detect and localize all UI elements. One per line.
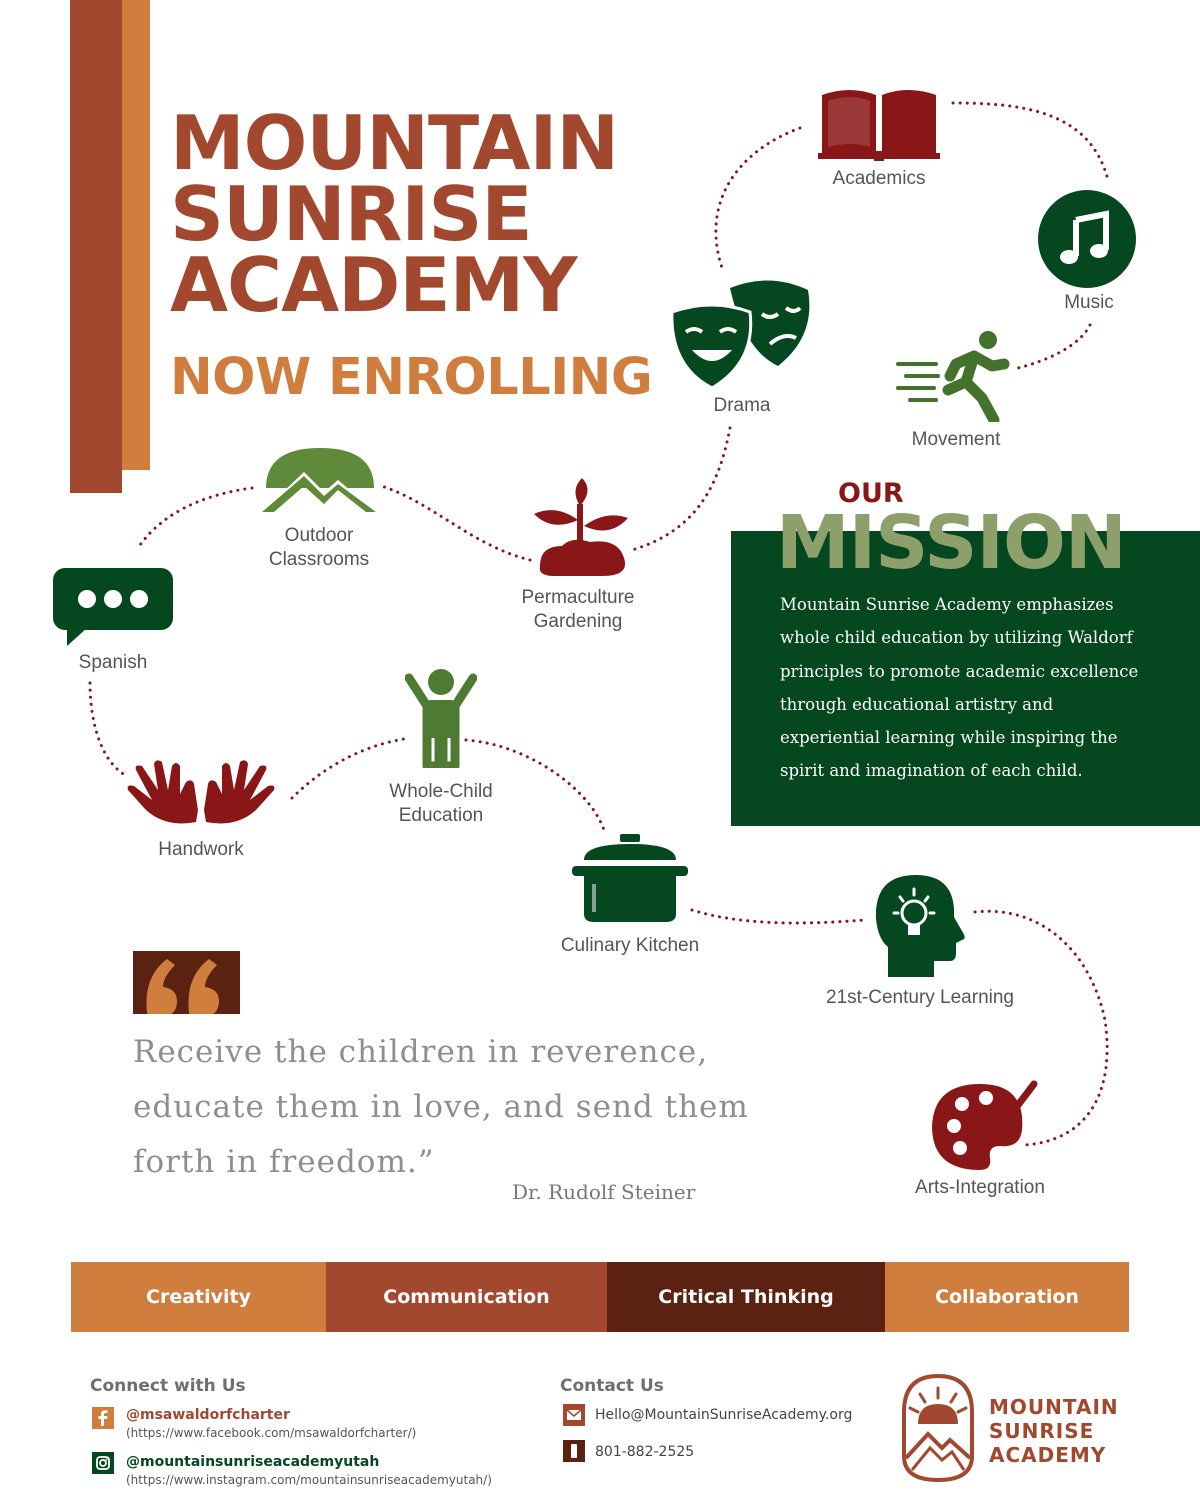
- child-icon: [405, 669, 477, 768]
- accent-bar-rust: [70, 0, 122, 493]
- accent-bar-orange: [122, 0, 150, 470]
- title-line-2: SUNRISE: [170, 170, 533, 258]
- node-label-arts: Arts-Integration: [915, 1177, 1045, 1198]
- wholechild-line-1: Whole-Child: [389, 781, 493, 802]
- speech-bubble-icon: [53, 568, 173, 646]
- mission-our-label: OUR: [838, 478, 904, 509]
- node-label-permaculture: Permaculture Gardening: [522, 586, 635, 634]
- instagram-icon[interactable]: [92, 1452, 114, 1474]
- permaculture-line-1: Permaculture: [521, 587, 635, 608]
- logo-line-3: ACADEMY: [989, 1443, 1107, 1467]
- node-label-outdoor: Outdoor Classrooms: [269, 524, 369, 572]
- facebook-icon[interactable]: [92, 1407, 114, 1429]
- connect-heading: Connect with Us: [90, 1376, 246, 1396]
- quote-mark-box: [133, 951, 240, 1017]
- instagram-handle-link[interactable]: @mountainsunriseacademyutah: [126, 1454, 380, 1470]
- head-lightbulb-icon: [875, 875, 965, 977]
- pillar-critical-thinking: Critical Thinking: [607, 1262, 885, 1332]
- theater-masks-icon: [670, 280, 810, 390]
- hands-icon: [127, 760, 275, 824]
- academy-logo-icon: [902, 1373, 974, 1483]
- node-label-movement: Movement: [911, 429, 1001, 450]
- node-label-spanish: Spanish: [78, 652, 148, 673]
- cooking-pot-icon: [572, 834, 688, 922]
- node-label-handwork: Handwork: [158, 839, 244, 860]
- permaculture-line-2: Gardening: [533, 611, 623, 632]
- wholechild-line-2: Education: [398, 805, 484, 826]
- facebook-handle-link[interactable]: @msawaldorfcharter: [126, 1407, 290, 1423]
- page-title: MOUNTAIN SUNRISE ACADEMY: [170, 99, 619, 329]
- node-label-century: 21st-Century Learning: [826, 987, 1014, 1008]
- footer-logo-text: MOUNTAIN SUNRISE ACADEMY: [989, 1395, 1119, 1467]
- logo-line-2: SUNRISE: [989, 1419, 1095, 1443]
- phone-icon: [563, 1440, 585, 1462]
- node-label-drama: Drama: [713, 395, 771, 416]
- facebook-url[interactable]: (https://www.facebook.com/msawaldorfchar…: [126, 1426, 417, 1440]
- outdoor-line-1: Outdoor: [284, 525, 354, 546]
- now-enrolling-banner: NOW ENROLLING: [170, 348, 653, 407]
- music-note-icon: [1060, 210, 1109, 264]
- phone-link[interactable]: 801-882-2525: [595, 1444, 695, 1460]
- node-label-academics: Academics: [832, 168, 926, 189]
- outdoor-line-2: Classrooms: [268, 549, 370, 570]
- mission-heading: MISSION: [776, 500, 1127, 586]
- node-label-wholechild: Whole-Child Education: [389, 780, 492, 828]
- node-label-culinary: Culinary Kitchen: [560, 935, 700, 956]
- pillar-creativity: Creativity: [71, 1262, 326, 1332]
- music-circle: [1038, 190, 1136, 288]
- title-line-3: ACADEMY: [170, 241, 578, 329]
- logo-line-1: MOUNTAIN: [989, 1395, 1119, 1419]
- pillar-communication: Communication: [326, 1262, 607, 1332]
- instagram-url[interactable]: (https://www.instagram.com/mountainsunri…: [126, 1473, 492, 1487]
- title-line-1: MOUNTAIN: [170, 99, 619, 187]
- book-icon: [818, 90, 940, 161]
- sprout-icon: [534, 478, 628, 576]
- quote-author: Dr. Rudolf Steiner: [512, 1180, 696, 1204]
- quote-text: Receive the children in reverence, educa…: [133, 1034, 749, 1180]
- contact-heading: Contact Us: [560, 1376, 664, 1396]
- running-person-icon: [896, 331, 1010, 422]
- email-icon: [563, 1404, 585, 1426]
- quotation-mark-icon: [146, 959, 219, 1017]
- mission-statement: Mountain Sunrise Academy emphasizes whol…: [780, 595, 1139, 781]
- palette-icon: [932, 1080, 1038, 1170]
- email-link[interactable]: Hello@MountainSunriseAcademy.org: [595, 1407, 853, 1423]
- mountains-icon: [262, 448, 376, 512]
- pillar-collaboration: Collaboration: [885, 1262, 1129, 1332]
- mission-panel: [731, 531, 1200, 826]
- pillars-bar: Creativity Communication Critical Thinki…: [71, 1262, 1129, 1332]
- node-label-music: Music: [1064, 292, 1114, 313]
